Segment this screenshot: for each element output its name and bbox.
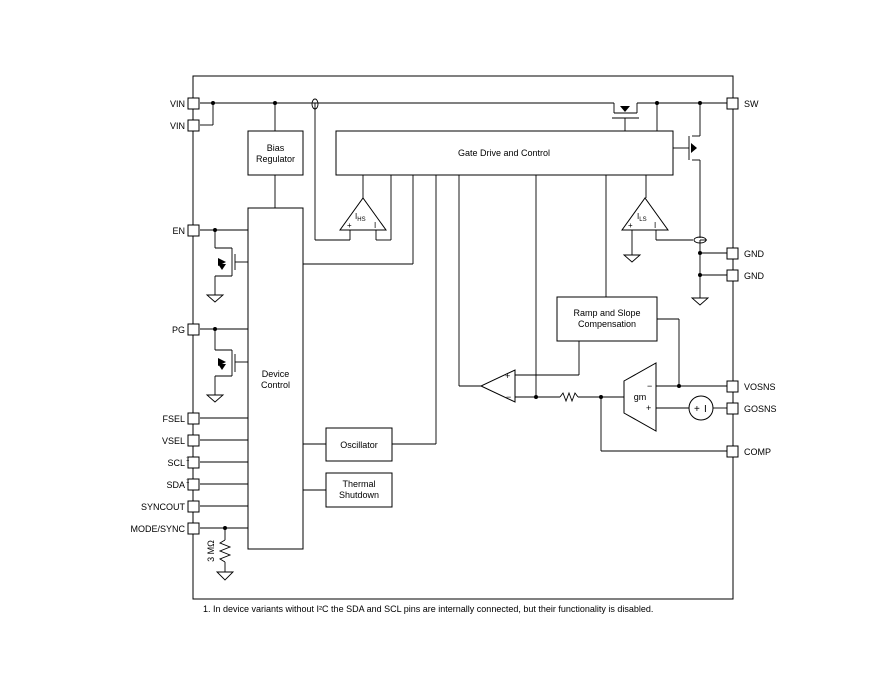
label-fsel: FSEL (162, 414, 185, 424)
gate-drive-label: Gate Drive and Control (458, 148, 550, 158)
gm-error-amplifier (623, 362, 657, 432)
pin-syncout (187, 500, 200, 513)
hs-sense-amp (339, 197, 387, 231)
wiring (200, 102, 727, 572)
pulldown-resistor-icon (218, 539, 232, 563)
pin-pg (187, 323, 200, 336)
device-control-label-1: Device (262, 369, 290, 379)
pin-en (187, 224, 200, 237)
hs-sense-label: IHS (355, 212, 366, 223)
pin-comp (726, 445, 739, 458)
pwm-comparator (479, 369, 516, 403)
label-gosns: GOSNS (744, 404, 777, 414)
svg-text:+: + (505, 371, 510, 381)
label-vosns: VOSNS (744, 382, 776, 392)
left-pins (187, 97, 200, 535)
label-sw: SW (744, 99, 759, 109)
label-scl: SCL (167, 458, 185, 468)
bias-regulator-label-2: Regulator (256, 154, 295, 164)
label-comp: COMP (744, 447, 771, 457)
footnote: 1. In device variants without I²C the SD… (203, 604, 653, 614)
label-vin-1: VIN (170, 99, 185, 109)
bias-regulator-block (247, 130, 304, 176)
svg-text:−: − (647, 381, 652, 391)
svg-text:+: + (628, 221, 633, 230)
label-vin-2: VIN (170, 121, 185, 131)
pin-gnd-2 (726, 269, 739, 282)
svg-text:+: + (646, 403, 651, 413)
pin-sw (726, 97, 739, 110)
oscillator-block (325, 427, 393, 462)
pin-scl (187, 456, 200, 469)
pin-mode-sync (187, 522, 200, 535)
device-control-block (247, 207, 304, 550)
svg-text:+: + (347, 221, 352, 230)
svg-text:I: I (704, 404, 707, 415)
svg-text:I: I (374, 221, 376, 230)
hs-fet-arrow-icon (620, 106, 630, 112)
hs-current-tap-icon (311, 98, 319, 110)
resistor-value-label: 3 MΩ (206, 540, 216, 562)
svg-text:−: − (506, 392, 511, 402)
scl-footnote-mark: 1 (186, 457, 190, 463)
device-control-label-2: Control (261, 380, 290, 390)
pin-sda (187, 478, 200, 491)
ramp-slope-label-2: Compensation (578, 319, 636, 329)
label-syncout: SYNCOUT (141, 502, 186, 512)
label-gnd-2: GND (744, 271, 765, 281)
label-vsel: VSEL (162, 436, 185, 446)
label-mode-sync: MODE/SYNC (130, 524, 185, 534)
comp-resistor-icon (559, 391, 579, 403)
ls-fet-arrow-icon (691, 143, 697, 153)
label-gnd-1: GND (744, 249, 765, 259)
pin-vin-2 (187, 119, 200, 132)
pin-gnd-1 (726, 247, 739, 260)
ls-sense-amp (621, 197, 669, 231)
voltage-source-icon (688, 395, 714, 421)
thermal-shutdown-block (325, 472, 393, 508)
bias-regulator-label-1: Bias (267, 143, 285, 153)
label-sda: SDA (166, 480, 185, 490)
pin-vin-1 (187, 97, 200, 110)
pin-fsel (187, 412, 200, 425)
svg-text:+: + (694, 404, 700, 415)
ls-sense-label: ILS (637, 212, 647, 223)
label-pg: PG (172, 325, 185, 335)
gm-label: gm (634, 392, 647, 402)
ground-icon (205, 254, 710, 581)
ramp-slope-block (556, 296, 658, 342)
sda-footnote-mark: 1 (186, 479, 190, 485)
thermal-shutdown-label-1: Thermal (342, 479, 375, 489)
pin-vsel (187, 434, 200, 447)
label-en: EN (172, 226, 185, 236)
ramp-slope-label-1: Ramp and Slope (573, 308, 640, 318)
oscillator-label: Oscillator (340, 440, 378, 450)
right-pins (726, 97, 739, 458)
junction-dots (211, 101, 702, 530)
pin-vosns (726, 380, 739, 393)
thermal-shutdown-label-2: Shutdown (339, 490, 379, 500)
ls-current-tap-icon (693, 236, 707, 244)
svg-text:I: I (654, 221, 656, 230)
gate-drive-block (335, 130, 674, 176)
pin-gosns (726, 402, 739, 415)
